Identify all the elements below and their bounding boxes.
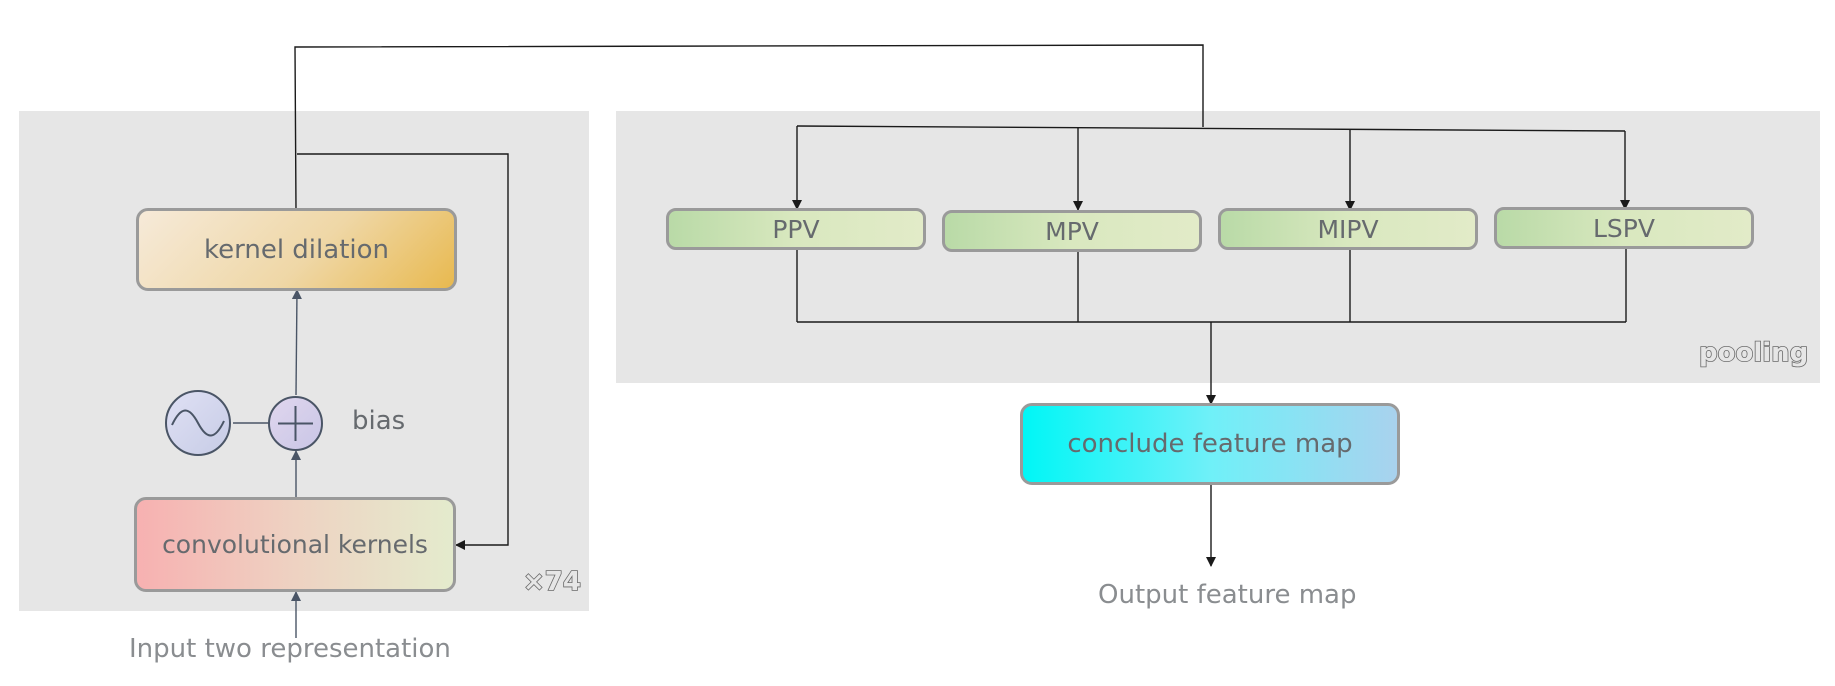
convolutional-kernels-label: convolutional kernels — [162, 530, 428, 559]
conclude-feature-map-box: conclude feature map — [1020, 403, 1400, 485]
pool-label-ppv: PPV — [772, 214, 820, 244]
output-label: Output feature map — [1098, 580, 1357, 610]
pool-box-lspv: LSPV — [1494, 207, 1754, 249]
conclude-feature-map-label: conclude feature map — [1067, 429, 1353, 459]
sine-wave-icon — [165, 390, 231, 456]
kernel-dilation-box: kernel dilation — [136, 208, 457, 291]
pool-label-mipv: MIPV — [1317, 214, 1379, 244]
pool-label-lspv: LSPV — [1593, 213, 1655, 243]
pooling-tag: pooling — [1698, 337, 1809, 369]
pool-box-ppv: PPV — [666, 208, 926, 250]
pool-box-mipv: MIPV — [1218, 208, 1478, 250]
convolutional-kernels-box: convolutional kernels — [134, 497, 456, 592]
plus-icon — [268, 396, 323, 451]
repeat-count-tag: ×74 — [522, 566, 582, 598]
pool-label-mpv: MPV — [1045, 216, 1099, 246]
pool-box-mpv: MPV — [942, 210, 1202, 252]
bias-label: bias — [352, 406, 406, 436]
input-label: Input two representation — [129, 634, 451, 664]
kernel-dilation-label: kernel dilation — [203, 234, 389, 265]
